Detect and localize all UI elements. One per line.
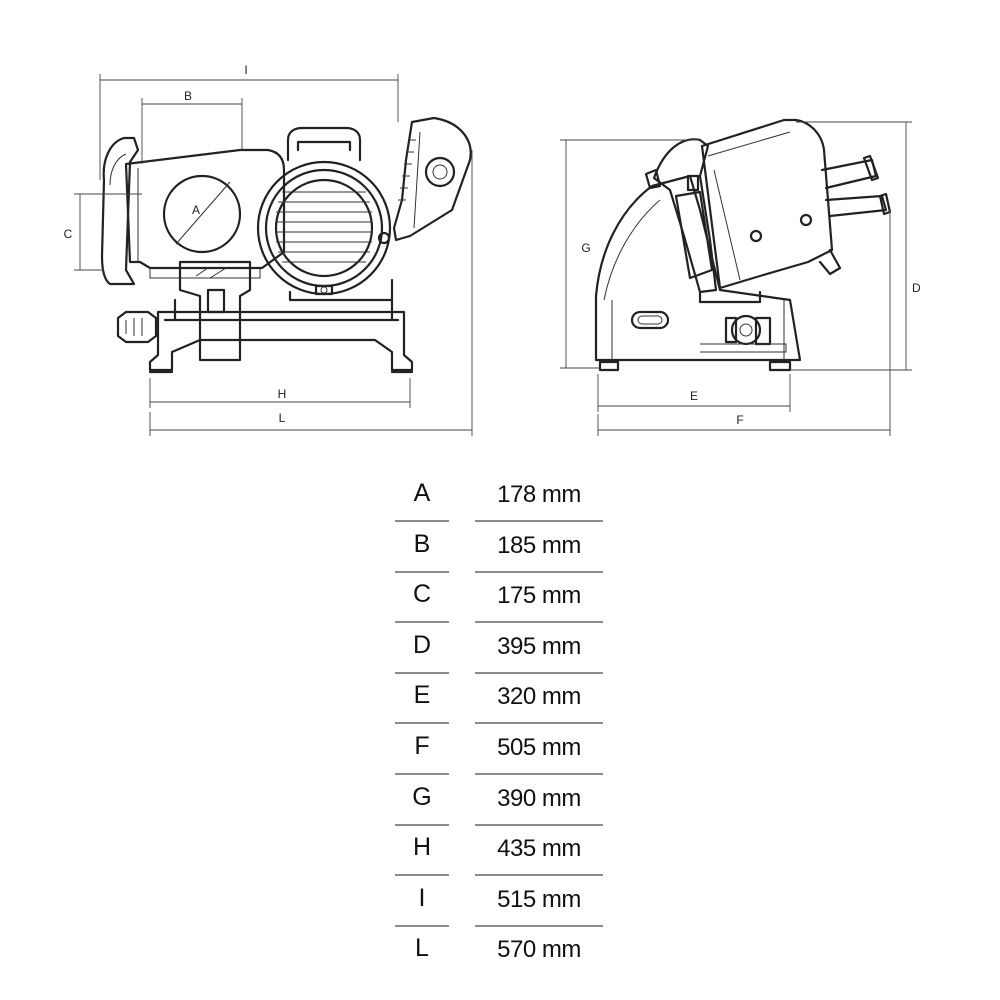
label-L: L xyxy=(279,411,286,425)
row-divider-right xyxy=(475,621,603,624)
dimension-letter: I xyxy=(418,883,426,912)
row-divider-right xyxy=(475,722,603,725)
label-H: H xyxy=(278,387,287,401)
label-I: I xyxy=(244,63,247,77)
row-divider-left xyxy=(395,772,449,775)
dimension-letter: G xyxy=(412,782,432,811)
row-divider-left xyxy=(395,722,449,725)
front-dimensions xyxy=(74,74,473,436)
row-divider-left xyxy=(395,520,449,522)
label-D: D xyxy=(912,281,921,295)
row-divider-left xyxy=(395,570,449,573)
dimension-row: I 515 mm xyxy=(395,877,605,928)
row-divider-right xyxy=(475,874,603,877)
front-view xyxy=(100,116,472,374)
dimension-row: F 505 mm xyxy=(395,725,605,776)
row-divider-right xyxy=(475,520,603,522)
row-divider-left xyxy=(395,823,449,826)
dimension-row: D 395 mm xyxy=(395,624,605,675)
side-dimensions xyxy=(560,121,912,436)
dimension-row: C 175 mm xyxy=(395,573,605,624)
dimension-row: L 570 mm xyxy=(395,927,605,978)
dimension-letter: C xyxy=(412,580,432,609)
dimension-value: 390 mm xyxy=(497,784,581,812)
row-divider-right xyxy=(475,671,603,674)
row-divider-left xyxy=(395,671,449,674)
row-divider-right xyxy=(475,924,603,927)
dimension-row: G 390 mm xyxy=(395,776,605,827)
dimension-value: 175 mm xyxy=(497,582,581,610)
dimension-value: 320 mm xyxy=(497,683,581,711)
dimension-letter: H xyxy=(412,833,432,862)
dimension-row: B 185 mm xyxy=(395,523,605,574)
dimension-value: 178 mm xyxy=(497,481,581,508)
label-C: C xyxy=(64,227,73,241)
dimension-value: 570 mm xyxy=(497,936,581,964)
front-dimension-labels: I B C A H L xyxy=(64,63,287,425)
dimension-value: 435 mm xyxy=(497,835,581,863)
technical-drawings: I B C A H L xyxy=(0,0,1000,450)
dimension-value: 505 mm xyxy=(497,733,581,761)
label-G: G xyxy=(581,241,590,255)
dimension-value: 395 mm xyxy=(497,632,581,660)
dimension-letter: L xyxy=(415,934,429,963)
dimension-row: E 320 mm xyxy=(395,674,605,725)
side-dimension-labels: G D E F xyxy=(581,241,921,427)
dimension-letter: A xyxy=(413,479,431,507)
row-divider-right xyxy=(475,823,603,826)
row-divider-right xyxy=(475,570,603,573)
dimension-row: H 435 mm xyxy=(395,826,605,877)
label-A: A xyxy=(192,203,200,217)
dimension-row: A 178 mm xyxy=(395,472,605,523)
row-divider-left xyxy=(395,874,449,877)
row-divider-left xyxy=(395,924,449,927)
dimension-value: 515 mm xyxy=(497,885,581,913)
side-view xyxy=(594,118,892,372)
row-divider-right xyxy=(475,772,603,775)
dimension-letter: E xyxy=(413,681,431,710)
row-divider-left xyxy=(395,621,449,624)
dimension-letter: B xyxy=(413,529,431,558)
slicer-drawing-svg: I B C A H L xyxy=(64,63,921,436)
dimension-letter: D xyxy=(412,630,432,659)
dimension-value: 185 mm xyxy=(497,531,581,559)
label-F: F xyxy=(736,413,743,427)
dimensions-table: A 178 mm B 185 mm C 175 mm D 395 mm E 320 mm F 505 … xyxy=(395,472,605,978)
dimension-letter: F xyxy=(414,731,430,760)
label-B: B xyxy=(184,89,192,103)
label-E: E xyxy=(690,389,698,403)
